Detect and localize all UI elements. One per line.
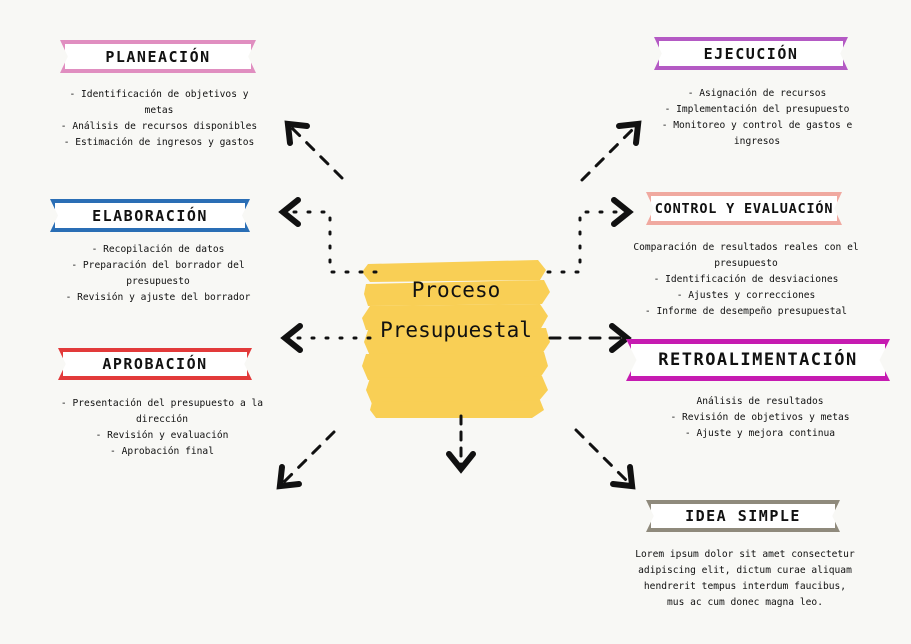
list-item: - Ajuste y mejora continua [684,428,836,439]
list-item: - Identificación de objetivos y [69,89,249,100]
control-list: Comparación de resultados reales con el … [630,240,862,320]
list-item: - Aprobación final [110,446,214,457]
list-item: - Revisión y ajuste del borrador [65,292,251,303]
list-item: presupuesto [714,258,778,269]
ejecucion-title: EJECUCIÓN [703,44,799,63]
list-item: - Asignación de recursos [687,88,827,99]
retro-list: Análisis de resultados - Revisión de obj… [650,394,870,442]
banner-planeacion: PLANEACIÓN [60,40,256,73]
list-item: adipiscing elit, dictum curae aliquam [638,565,852,576]
control-title: CONTROL Y EVALUACIÓN [654,200,834,217]
list-item: Análisis de resultados [696,396,824,407]
ejecucion-list: - Asignación de recursos - Implementació… [652,86,862,150]
idea-title: IDEA SIMPLE [685,507,801,525]
planeacion-title: PLANEACIÓN [105,47,211,66]
banner-retro: RETROALIMENTACIÓN [626,339,890,381]
list-item: - Presentación del presupuesto a la [60,398,264,409]
list-item: presupuesto [126,276,190,287]
banner-idea: IDEA SIMPLE [646,500,840,532]
list-item: - Recopilación de datos [91,244,225,255]
arrow-elaboracion [278,197,378,274]
banner-ejecucion: EJECUCIÓN [654,37,848,70]
banner-elaboracion: ELABORACIÓN [50,199,250,232]
list-item: dirección [136,414,188,425]
arrow-control [546,197,634,274]
list-item: Lorem ipsum dolor sit amet consectetur [635,549,855,560]
list-item: Comparación de resultados reales con el [633,242,859,253]
list-item: - Estimación de ingresos y gastos [63,137,255,148]
list-item: - Monitoreo y control de gastos e [661,120,853,131]
list-item: hendrerit tempus interdum faucibus, [643,581,847,592]
elaboracion-title: ELABORACIÓN [92,206,208,225]
arrow-idea [574,428,636,490]
aprobacion-title: APROBACIÓN [102,355,208,373]
banner-control: CONTROL Y EVALUACIÓN [646,192,842,225]
center-title-line2: Presupuestal [380,318,532,342]
list-item: ingresos [733,136,781,147]
center-title: Proceso Presupuestal [362,270,550,350]
list-item: mus ac cum donec magna leo. [667,597,823,608]
list-item: - Implementación del presupuesto [664,104,850,115]
arrow-ejecucion [580,120,642,182]
list-item: - Revisión y evaluación [95,430,229,441]
list-item: metas [144,105,174,116]
list-item: - Preparación del borrador del [71,260,245,271]
list-item: - Ajustes y correcciones [676,290,816,301]
retro-title: RETROALIMENTACIÓN [658,350,858,370]
list-item: - Informe de desempeño presupuestal [644,306,848,317]
arrow-down-left [276,430,336,490]
banner-aprobacion: APROBACIÓN [58,348,252,380]
idea-list: Lorem ipsum dolor sit amet consectetur a… [630,547,860,611]
list-item: - Revisión de objetivos y metas [670,412,850,423]
elaboracion-list: - Recopilación de datos - Preparación de… [48,242,268,306]
planeacion-list: - Identificación de objetivos y metas - … [54,87,264,151]
center-highlight [362,260,550,418]
arrow-planeacion [284,120,344,180]
center-title-line1: Proceso [411,278,501,302]
aprobacion-list: - Presentación del presupuesto a la dire… [52,396,272,460]
list-item: - Identificación de desviaciones [653,274,839,285]
list-item: - Análisis de recursos disponibles [60,121,258,132]
